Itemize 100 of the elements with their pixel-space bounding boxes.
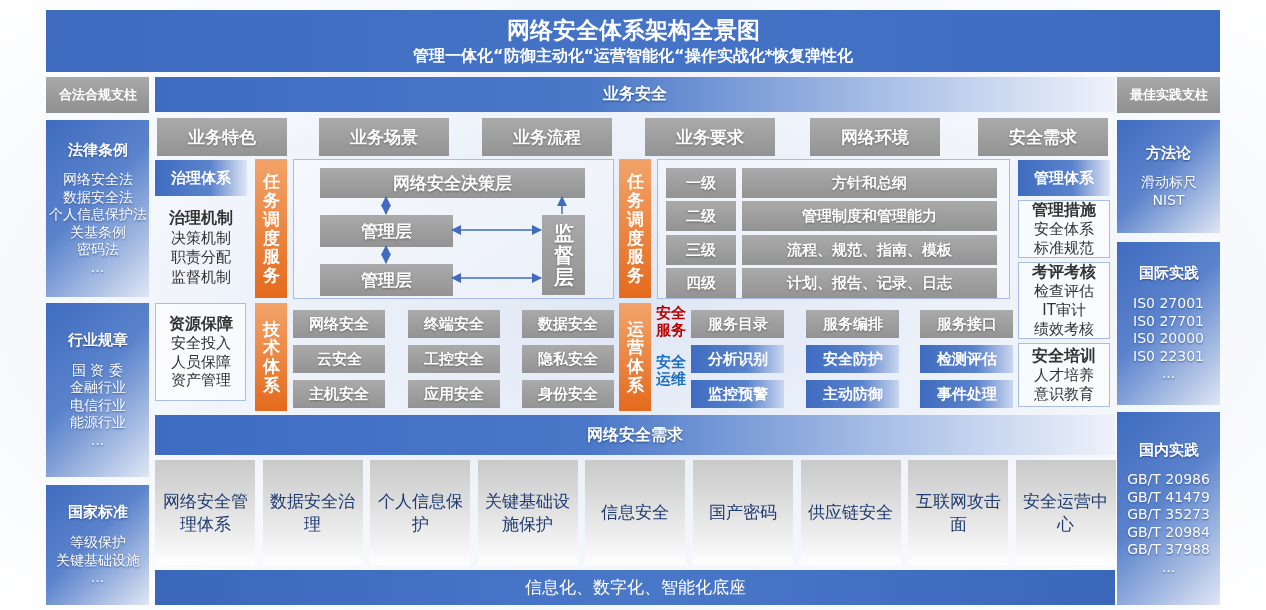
card-item: IT审计: [1042, 301, 1086, 320]
card-item: GB/T 35273: [1127, 506, 1210, 524]
arrow: [380, 195, 392, 216]
vertical-label: 监督层: [553, 222, 574, 288]
card-item: 安全体系: [1034, 220, 1094, 239]
requirement-box: [477, 460, 578, 565]
card-heading: 管理措施: [1032, 200, 1096, 221]
foundation-band: [155, 570, 1115, 605]
side-label: 安全服务: [655, 305, 687, 340]
category-card: [1117, 412, 1220, 605]
section-tab: [1018, 160, 1110, 196]
box-label: 网络安全管理体系: [161, 490, 249, 535]
box-label: 数据安全治理: [269, 490, 357, 535]
category-box: [978, 118, 1108, 156]
category-card: [46, 485, 149, 605]
category-box: [293, 380, 385, 408]
arrow: [556, 195, 568, 215]
card-item: 检查评估: [1034, 282, 1094, 302]
box-label: 网络安全决策层: [393, 171, 512, 195]
box-label: 网络安全: [309, 314, 369, 334]
card-item: IS0 20000: [1133, 330, 1204, 348]
category-box: [806, 310, 899, 338]
box-label: 信息化、数字化、智能化底座: [524, 576, 746, 599]
card-item: ...: [1161, 365, 1176, 383]
info-box: [155, 303, 246, 401]
level-box: [742, 235, 997, 265]
box-label: 身份安全: [538, 384, 598, 404]
requirement-box: [1015, 460, 1116, 565]
category-box: [408, 310, 500, 338]
category-box: [522, 310, 614, 338]
requirement-box: [585, 460, 686, 565]
box-label: 网络环境: [841, 125, 909, 149]
box-label: 工控安全: [424, 349, 484, 369]
box-label: 管理层: [361, 268, 412, 292]
box-label: 管理层: [361, 219, 412, 243]
card-item: 职责分配: [171, 248, 231, 268]
box-label: 流程、规范、指南、模板: [787, 240, 952, 260]
requirement-box: [908, 460, 1009, 565]
card-item: 绩效考核: [1034, 319, 1094, 339]
box-label: 终端安全: [424, 314, 484, 334]
box-label: 个人信息保护: [376, 490, 464, 535]
box-label: 监控预警: [707, 384, 768, 404]
box-label: 国产密码: [709, 501, 777, 524]
card-item: 网络安全法: [62, 171, 133, 189]
card-item: 滑动标尺: [1140, 174, 1197, 192]
card-item: 数据安全法: [62, 188, 133, 207]
box-label: 方针和总纲: [832, 173, 907, 193]
card-heading: 国际实践: [1138, 264, 1199, 284]
card-item: GB/T 20986: [1127, 471, 1210, 489]
subtitle: 管理一体化“防御主动化“运营智能化“操作实战化*恢复弹性化: [413, 46, 853, 67]
info-box: [1018, 343, 1110, 407]
category-box: [810, 118, 940, 156]
card-item: 金融行业: [69, 379, 126, 397]
level-box: [666, 168, 736, 198]
card-heading: 国家标准: [67, 503, 128, 523]
box-label: 分析识别: [707, 349, 768, 369]
layer-box: [320, 215, 453, 247]
category-box: [319, 118, 449, 156]
section-tab: [155, 160, 247, 196]
category-box: [293, 345, 385, 373]
category-box: [806, 380, 899, 408]
box-label: 二级: [686, 206, 716, 226]
box-label: 业务安全: [603, 84, 667, 105]
box-label: 隐私安全: [538, 349, 598, 369]
vertical-label: 任务调度服务: [262, 172, 280, 285]
box-label: 安全需求: [1009, 125, 1077, 149]
box-label: 安全运营中心: [1022, 490, 1110, 535]
vertical-band: [619, 159, 651, 298]
category-box: [920, 380, 1013, 408]
layer-box: [320, 168, 585, 198]
category-box: [645, 118, 775, 156]
box-label: 一级: [686, 173, 716, 193]
category-box: [157, 118, 287, 156]
category-box: [408, 380, 500, 408]
card-item: 标准规范: [1034, 239, 1094, 258]
vertical-label: 任务调度服务: [626, 172, 644, 285]
card-item: 安全投入: [170, 333, 231, 353]
layer-box: [542, 215, 585, 295]
box-label: 合法合规支柱: [58, 86, 137, 104]
box-label: 服务目录: [707, 314, 768, 334]
card-heading: 国内实践: [1138, 440, 1199, 460]
box-label: 互联网攻击面: [914, 490, 1002, 535]
box-label: 主机安全: [309, 384, 369, 404]
vertical-label: 技术体系: [262, 319, 280, 395]
card-item: IS0 22301: [1133, 347, 1204, 366]
category-box: [920, 345, 1013, 373]
section-band: [155, 415, 1115, 455]
category-box: [691, 345, 784, 373]
box-label: 网络安全需求: [587, 424, 683, 446]
box-label: 事件处理: [936, 384, 997, 404]
category-card: [46, 303, 149, 477]
card-item: ...: [90, 258, 105, 277]
category-card: [46, 120, 149, 297]
card-item: 人员保障: [170, 352, 231, 372]
card-item: GB/T 41479: [1127, 488, 1210, 507]
box-label: 安全防护: [822, 349, 883, 369]
card-item: 资产管理: [170, 371, 231, 391]
card-item: 国 资 委: [72, 361, 123, 380]
box-label: 治理体系: [171, 168, 231, 188]
category-box: [522, 380, 614, 408]
